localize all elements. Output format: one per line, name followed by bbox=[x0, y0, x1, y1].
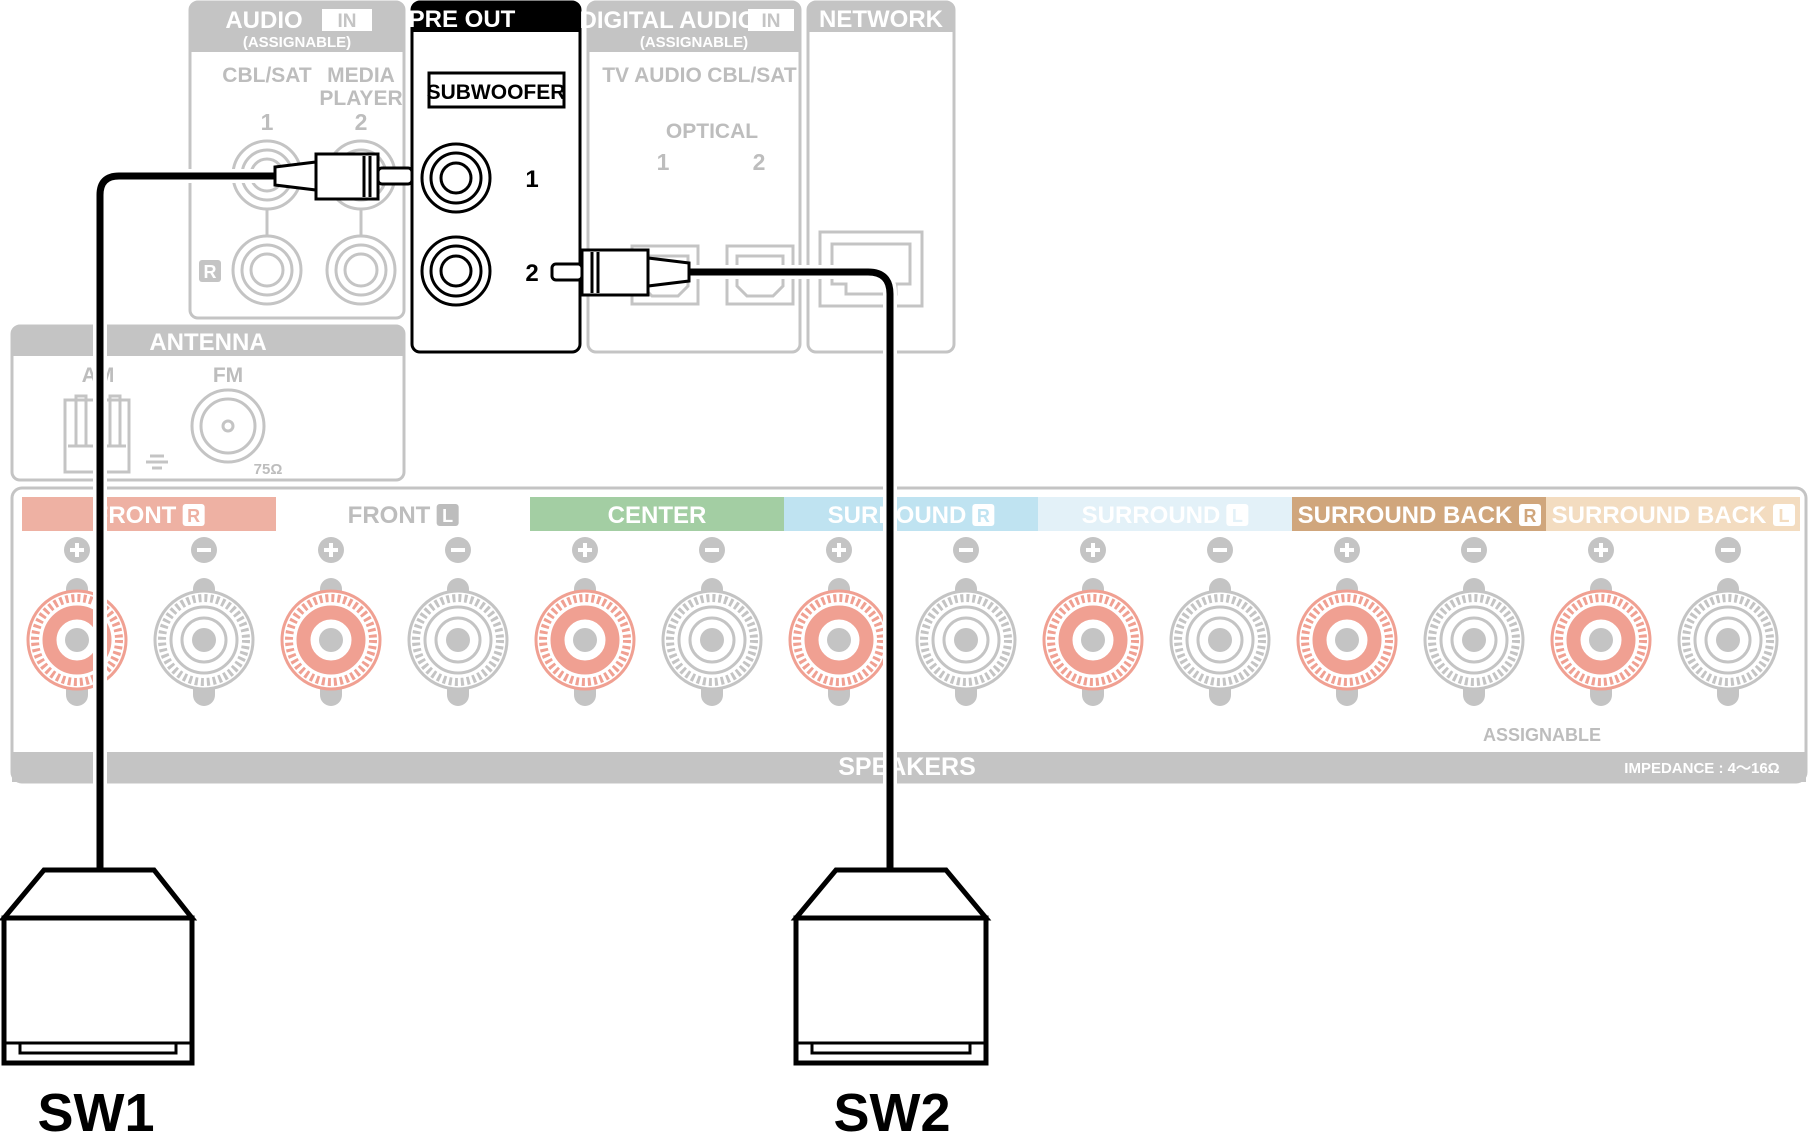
digital-audio-in-subtitle: (ASSIGNABLE) bbox=[640, 34, 748, 51]
optical-label: OPTICAL bbox=[666, 120, 758, 143]
channel-label: FRONT bbox=[94, 502, 177, 529]
positive-terminal-icon bbox=[280, 537, 382, 706]
antenna-panel: ANTENNA AM FM 75Ω bbox=[10, 324, 406, 482]
subwoofer-2-label: SW2 bbox=[833, 1083, 950, 1143]
digital-audio-in-title: DIGITAL AUDIO bbox=[580, 7, 757, 34]
fm-label: FM bbox=[213, 364, 243, 387]
negative-terminal-icon bbox=[1677, 537, 1779, 706]
fm-connector-icon bbox=[190, 388, 266, 464]
fm-impedance: 75Ω bbox=[254, 461, 283, 478]
subwoofer-jack-1-number: 1 bbox=[525, 166, 538, 193]
channel-label: SURROUND BACK bbox=[1552, 502, 1767, 529]
subwoofer-1-label: SW1 bbox=[37, 1083, 154, 1143]
audio-in-col2-label-line1: MEDIA bbox=[327, 64, 395, 87]
subwoofer-cable-2 bbox=[550, 248, 897, 870]
channel-label: CENTER bbox=[608, 502, 707, 529]
negative-terminal-icon bbox=[1423, 537, 1525, 706]
digital-audio-in-col2-label: CBL/SAT bbox=[707, 64, 797, 87]
channel-badge: L bbox=[442, 506, 453, 526]
speaker-terminals bbox=[26, 537, 1779, 706]
positive-terminal-icon bbox=[788, 537, 890, 706]
channel-badge: R bbox=[1523, 506, 1536, 526]
channel-badge: R bbox=[977, 506, 990, 526]
negative-terminal-icon bbox=[915, 537, 1017, 706]
audio-in-col1-number: 1 bbox=[261, 109, 274, 135]
subwoofer-label: SUBWOOFER bbox=[427, 81, 566, 104]
negative-terminal-icon bbox=[1169, 537, 1271, 706]
channel-header: SURROUND BACK L bbox=[1546, 497, 1800, 531]
channel-label: SURROUND BACK bbox=[1298, 502, 1513, 529]
channel-header: FRONT R bbox=[22, 497, 276, 531]
subwoofer-jack-1 bbox=[420, 142, 492, 214]
speakers-panel: SPEAKERS IMPEDANCE : 4～16Ω ASSIGNABLE FR… bbox=[10, 486, 1808, 784]
channel-badge: L bbox=[1232, 506, 1243, 526]
speakers-title: SPEAKERS bbox=[838, 753, 976, 781]
channel-header: CENTER bbox=[530, 497, 784, 531]
network-panel: NETWORK bbox=[806, 0, 956, 354]
audio-in-title: AUDIO bbox=[225, 7, 302, 34]
digital-audio-in-col1-label: TV AUDIO bbox=[602, 64, 702, 87]
subwoofer-1-icon bbox=[0, 867, 198, 1066]
network-title: NETWORK bbox=[819, 6, 944, 33]
subwoofer-cable-1 bbox=[93, 152, 414, 870]
positive-terminal-icon bbox=[1042, 537, 1144, 706]
audio-in-col2-label-line2: PLAYER bbox=[319, 87, 402, 110]
subwoofer-2-icon bbox=[790, 867, 992, 1066]
channel-badge: R bbox=[187, 506, 200, 526]
channel-header: SURROUND BACK R bbox=[1292, 497, 1546, 531]
audio-in-r-badge: R bbox=[204, 262, 217, 282]
audio-in-subtitle: (ASSIGNABLE) bbox=[243, 34, 351, 51]
audio-in-col2-number: 2 bbox=[355, 109, 368, 135]
positive-terminal-icon bbox=[1296, 537, 1398, 706]
digital-audio-in-panel: DIGITAL AUDIO IN (ASSIGNABLE) TV AUDIO C… bbox=[580, 0, 802, 354]
audio-in-badge: IN bbox=[338, 11, 357, 32]
channel-header: SURROUND L bbox=[1038, 497, 1292, 531]
channel-label: SURROUND bbox=[1082, 502, 1221, 529]
audio-in-col1-label: CBL/SAT bbox=[222, 64, 312, 87]
optical-col1-number: 1 bbox=[657, 149, 670, 175]
positive-terminal-icon bbox=[1550, 537, 1652, 706]
channel-label: FRONT bbox=[348, 502, 431, 529]
negative-terminal-icon bbox=[407, 537, 509, 706]
channel-badge: L bbox=[1778, 506, 1789, 526]
subwoofer-jack-2 bbox=[420, 235, 492, 307]
pre-out-title: PRE OUT bbox=[409, 6, 516, 33]
antenna-title: ANTENNA bbox=[149, 329, 266, 356]
optical-col2-number: 2 bbox=[753, 149, 766, 175]
assignable-label: ASSIGNABLE bbox=[1483, 725, 1601, 745]
subwoofer-jack-2-number: 2 bbox=[525, 260, 538, 287]
positive-terminal-icon bbox=[534, 537, 636, 706]
digital-audio-in-badge: IN bbox=[762, 11, 781, 32]
channel-header: FRONT L bbox=[276, 497, 530, 531]
speakers-impedance: IMPEDANCE : 4～16Ω bbox=[1624, 760, 1779, 777]
negative-terminal-icon bbox=[661, 537, 763, 706]
negative-terminal-icon bbox=[153, 537, 255, 706]
pre-out-panel: PRE OUT SUBWOOFER 1 2 bbox=[409, 0, 582, 354]
